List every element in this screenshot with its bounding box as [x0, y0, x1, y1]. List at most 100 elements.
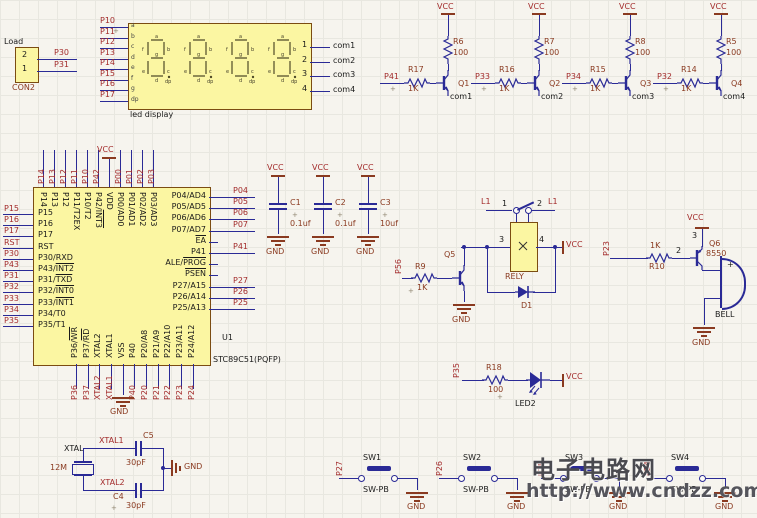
vcc-bar	[623, 13, 637, 15]
transistor-ref: Q4	[731, 79, 743, 88]
pin-name: P34/T0	[38, 309, 66, 318]
wire	[539, 64, 540, 71]
npn-transistor-icon	[452, 265, 465, 291]
wire	[209, 197, 255, 198]
wire	[619, 478, 620, 490]
wire	[397, 478, 417, 479]
wire	[702, 270, 720, 271]
wire	[368, 210, 369, 234]
seg-letter: f	[184, 47, 186, 53]
segment-pin-letter: e	[131, 64, 135, 71]
wire	[721, 64, 722, 71]
wire	[630, 64, 631, 71]
wire	[3, 281, 33, 282]
resistor-icon	[411, 272, 437, 284]
con2-body	[15, 47, 39, 83]
transistor-ref: Q3	[640, 79, 652, 88]
net-label: P31	[4, 271, 20, 280]
led-display-body	[128, 23, 312, 110]
wire	[146, 364, 147, 389]
wire	[100, 38, 128, 39]
resistor-value: 1K	[499, 84, 510, 93]
noerc-mark: +	[497, 393, 503, 401]
display-pin-num: 4	[302, 84, 308, 93]
net-label: XTAL2	[100, 478, 125, 487]
crystal-plate	[74, 474, 92, 476]
npn-transistor-icon	[618, 70, 631, 96]
noerc-mark: +	[337, 211, 343, 219]
net-label: P12	[100, 37, 116, 46]
wire	[111, 364, 112, 389]
capacitor-plate	[314, 208, 332, 210]
pin-name: P14	[39, 192, 48, 208]
gnd-label: GND	[356, 247, 375, 256]
wire	[87, 150, 88, 187]
switch-type: SW-PB	[671, 485, 697, 494]
wire	[462, 380, 484, 381]
wire	[725, 478, 726, 490]
wire	[76, 364, 77, 389]
net-label: XTAL2	[93, 375, 102, 400]
wire	[100, 90, 128, 91]
net-label-input: P32	[657, 72, 673, 81]
wire	[486, 210, 512, 211]
noerc-mark: +	[408, 287, 414, 295]
net-label: P36	[70, 384, 79, 400]
wire	[142, 448, 163, 449]
wire	[100, 27, 128, 28]
wire	[517, 478, 518, 490]
seg-letter: dp	[249, 79, 255, 85]
capacitor-plate	[359, 208, 377, 210]
vcc-bar	[695, 227, 709, 229]
mcu-body	[33, 187, 211, 366]
wire	[142, 150, 143, 187]
vcc-label: VCC	[312, 163, 329, 172]
con2-ref: CON2	[12, 83, 35, 92]
wire	[83, 448, 135, 449]
resistor-ref: R6	[453, 37, 464, 46]
wire	[380, 83, 404, 84]
wire	[131, 150, 132, 187]
net-label: P26	[233, 287, 249, 296]
relay-ref: RELY	[505, 272, 524, 281]
pin-name: P12	[61, 192, 70, 208]
resistor-icon	[482, 374, 508, 386]
wire	[3, 326, 33, 327]
wire	[539, 15, 540, 36]
display-pin-num: 1	[302, 40, 308, 49]
watermark-site-name: 电子电路网	[531, 456, 656, 484]
seven-segment-digit: a b c d e f g dp	[226, 34, 255, 85]
seg-letter: f	[226, 47, 228, 53]
gnd-symbol	[406, 492, 428, 494]
wire	[99, 364, 100, 389]
display-pin-num: 3	[302, 69, 308, 78]
net-label: P13	[100, 48, 116, 57]
cap-ref: C2	[335, 198, 346, 207]
wire	[339, 478, 358, 479]
noerc-mark: +	[572, 85, 578, 93]
relay-pin3: 3	[499, 235, 505, 244]
wire	[402, 278, 413, 279]
net-label: P37	[82, 384, 91, 400]
seg-letter: b	[251, 47, 254, 53]
gnd-symbol	[506, 492, 528, 494]
wire	[550, 380, 562, 381]
vcc-label: VCC	[97, 145, 114, 154]
capacitor-plate	[359, 203, 377, 205]
gnd-symbol	[616, 500, 622, 502]
switch-button	[467, 466, 491, 471]
segment-pin-letter: dp	[131, 96, 139, 103]
wire	[310, 47, 330, 48]
seg-letter: dp	[165, 79, 171, 85]
resistor-value: 1K	[650, 241, 661, 250]
wire	[37, 59, 77, 60]
seg-letter: f	[268, 47, 270, 53]
seg-letter: c	[209, 69, 212, 75]
pin-name: VSS	[117, 342, 126, 358]
gnd-symbol	[714, 492, 736, 494]
vcc-bar	[532, 13, 546, 15]
net-label: P00	[114, 168, 123, 184]
vcc-bar	[316, 175, 330, 177]
segment-pin-letter: a	[131, 22, 135, 29]
cap-ref: C1	[290, 198, 301, 207]
